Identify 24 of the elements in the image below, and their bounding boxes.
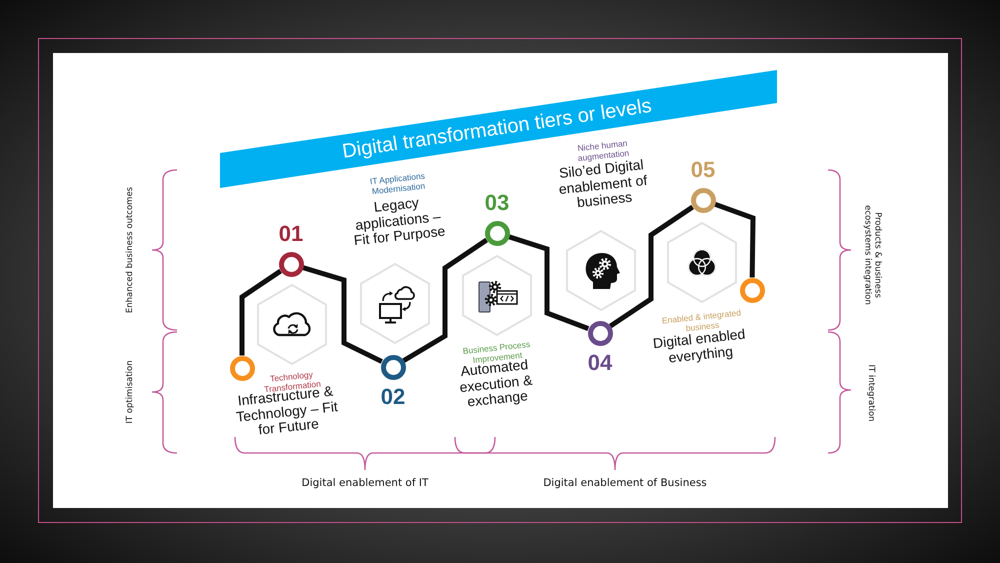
connector-line bbox=[609, 204, 694, 328]
side-label: Enhanced business outcomes bbox=[126, 186, 136, 314]
ring-marker bbox=[740, 278, 764, 302]
ring-marker bbox=[380, 354, 406, 380]
ring-marker bbox=[484, 220, 510, 246]
step-number: 04 bbox=[588, 352, 612, 374]
ring-marker bbox=[690, 188, 716, 212]
step-number: 05 bbox=[690, 159, 716, 181]
connector-line bbox=[240, 268, 282, 356]
connector-line bbox=[302, 265, 383, 364]
bracket-label: Digital enablement of Business bbox=[543, 478, 707, 490]
connector-line bbox=[714, 202, 756, 278]
bracket-label: Digital enablement of IT bbox=[302, 478, 428, 490]
side-label: Products & business ecosystems integration bbox=[862, 204, 882, 307]
connector-line bbox=[402, 238, 488, 363]
step-number: 03 bbox=[484, 192, 510, 214]
ring-marker bbox=[230, 356, 254, 380]
step-number: 02 bbox=[380, 386, 406, 408]
connector-line bbox=[508, 234, 590, 331]
ring-marker bbox=[278, 252, 304, 276]
side-label: IT integration bbox=[865, 364, 875, 422]
side-label: IT optimisation bbox=[126, 360, 136, 424]
step-number: 01 bbox=[278, 223, 304, 245]
ring-marker bbox=[588, 320, 612, 346]
